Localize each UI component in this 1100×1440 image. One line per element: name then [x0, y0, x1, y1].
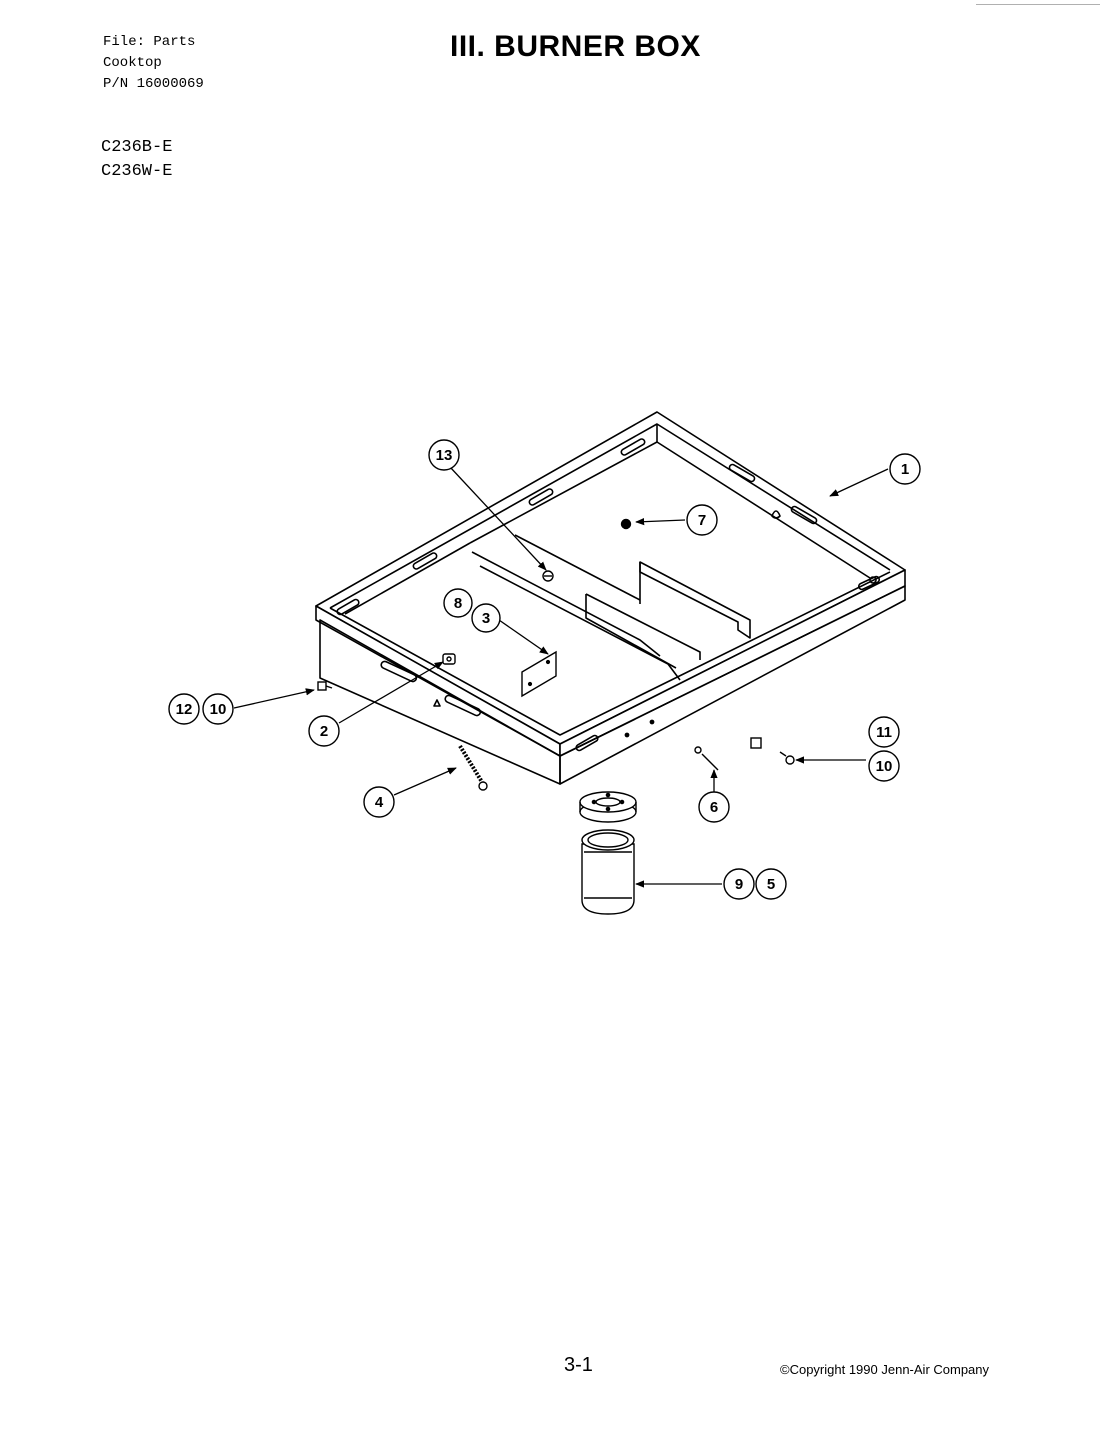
- svg-text:9: 9: [735, 876, 743, 893]
- callout-9: 9: [723, 868, 755, 900]
- svg-text:10: 10: [210, 701, 227, 718]
- callout-7: 7: [686, 504, 718, 536]
- page-number: 3-1: [564, 1354, 593, 1376]
- callout-2: 2: [308, 715, 340, 747]
- svg-text:4: 4: [375, 794, 384, 811]
- callout-3: 3: [471, 603, 501, 633]
- callout-13: 13: [428, 439, 460, 471]
- parts: [317, 518, 795, 915]
- corner-rule: [976, 4, 1100, 5]
- burner-box-tray: [315, 411, 906, 785]
- file-line-1: File: Parts: [103, 34, 196, 50]
- svg-text:10: 10: [876, 758, 893, 775]
- file-line-2: Cooktop: [103, 55, 162, 71]
- svg-text:13: 13: [436, 447, 453, 464]
- callout-6: 6: [698, 791, 730, 823]
- callout-8: 8: [443, 588, 473, 618]
- pin-6: [694, 746, 719, 771]
- svg-text:8: 8: [454, 595, 462, 612]
- svg-text:1: 1: [901, 461, 909, 478]
- svg-text:12: 12: [176, 701, 193, 718]
- callout-11: 11: [868, 716, 900, 748]
- screw-11: [779, 751, 795, 765]
- svg-text:5: 5: [767, 876, 775, 893]
- svg-text:7: 7: [698, 512, 706, 529]
- svg-text:3: 3: [482, 610, 490, 627]
- svg-text:6: 6: [710, 799, 718, 816]
- svg-text:2: 2: [320, 723, 328, 740]
- callout-12: 12: [168, 693, 200, 725]
- model-2: C236W-E: [101, 162, 173, 181]
- file-line-3: P/N 16000069: [103, 76, 204, 92]
- file-info: File: Parts Cooktop P/N 16000069: [103, 32, 204, 95]
- callout-10-right: 10: [868, 750, 900, 782]
- spring-4: [458, 744, 488, 791]
- model-list: C236B-E C236W-E: [101, 136, 172, 184]
- clip-2: [442, 653, 456, 665]
- screw-13: [542, 570, 554, 582]
- plug-7: [620, 518, 632, 530]
- callout-1: 1: [889, 453, 921, 485]
- callouts: 1 2 3 4 5 6 7 8 9 10 10 11 12 13: [168, 439, 921, 900]
- callout-5: 5: [755, 868, 787, 900]
- callout-10-left: 10: [202, 693, 234, 725]
- svg-text:11: 11: [876, 724, 892, 741]
- model-1: C236B-E: [101, 138, 173, 157]
- bracket-3: [521, 650, 557, 698]
- leader-lines: [233, 466, 889, 888]
- callout-4: 4: [363, 786, 395, 818]
- copyright-notice: ©Copyright 1990 Jenn-Air Company: [780, 1362, 990, 1377]
- page-title: III. BURNER BOX: [450, 30, 701, 63]
- screw-12: [317, 681, 333, 691]
- jar-lid-5: [579, 791, 637, 823]
- drip-jar-9: [581, 829, 635, 915]
- clip-11a: [750, 737, 762, 749]
